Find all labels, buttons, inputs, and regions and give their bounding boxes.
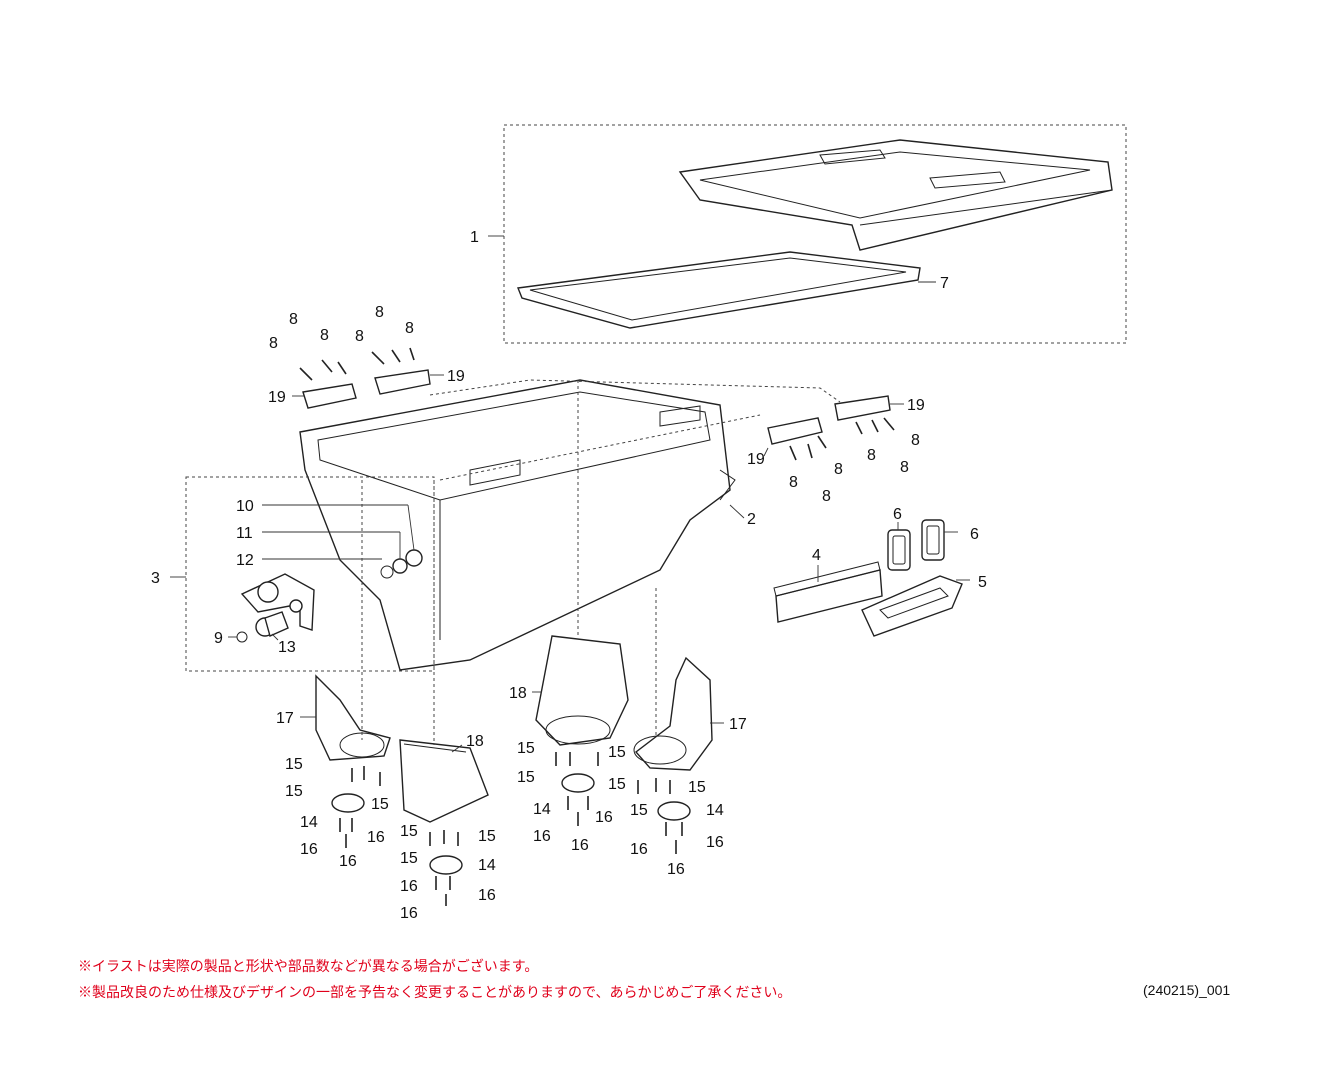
callout-1: 1 [470,229,479,246]
callout-16-i: 16 [571,837,589,854]
callout-6-a: 6 [893,506,902,523]
callout-15-g: 15 [517,740,535,757]
callout-8-b: 8 [320,327,329,344]
exploded-parts-diagram: 1 7 2 3 4 5 6 6 8 8 8 8 8 8 8 8 8 8 8 8 … [151,124,1127,922]
ring-12 [380,565,394,579]
pad-14-d [657,801,691,821]
callout-9: 9 [214,630,223,647]
callout-8-h: 8 [867,447,876,464]
callout-8-l: 8 [822,488,831,505]
callout-16-e: 16 [478,887,496,904]
screws-15-16 [339,752,683,906]
callout-12: 12 [236,552,254,569]
foot-18-left [399,739,489,823]
callout-4: 4 [812,547,821,564]
callout-14-a: 14 [300,814,318,831]
document-code: (240215)_001 [1143,982,1231,998]
callout-16-a: 16 [367,829,385,846]
callout-16-l: 16 [667,861,685,878]
hinge-screws-left [299,347,415,381]
drain-assembly-box [185,476,435,672]
callout-18-b: 18 [509,685,527,702]
disclaimer-spec-change: ※製品改良のため仕様及びデザインの一部を予告なく変更することがありますので、あら… [78,984,792,1000]
foot-17-left [315,674,391,761]
callout-19-b: 19 [447,368,465,385]
callout-10: 10 [236,498,254,515]
callout-19-c: 19 [907,397,925,414]
callout-15-e: 15 [478,828,496,845]
callout-8-a: 8 [289,311,298,328]
lid-gasket-part [517,251,921,329]
callout-8-c: 8 [269,335,278,352]
callout-numbers: 1 7 2 3 4 5 6 6 8 8 8 8 8 8 8 8 8 8 8 8 … [151,229,987,922]
callout-8-k: 8 [789,474,798,491]
callout-19-a: 19 [268,389,286,406]
callout-14-d: 14 [706,802,724,819]
callout-14-b: 14 [478,857,496,874]
pad-14-b [429,855,463,875]
callout-15-c: 15 [371,796,389,813]
callout-16-g: 16 [595,809,613,826]
ring-11 [392,558,408,574]
hinge-screws-right [789,417,895,461]
hinge-right-2 [834,395,891,421]
hinge-right-1 [767,417,823,445]
callout-15-d: 15 [400,823,418,840]
part-6-clip-b [921,519,945,561]
part-4-pad [773,561,883,623]
callout-14-c: 14 [533,801,551,818]
pad-14-a [331,793,365,813]
callout-8-f: 8 [405,320,414,337]
foot-18-center [535,635,629,746]
callout-8-e: 8 [355,328,364,345]
callout-16-j: 16 [706,834,724,851]
hinge-left-2 [374,369,431,395]
callout-3: 3 [151,570,160,587]
callout-16-d: 16 [400,878,418,895]
callout-2: 2 [747,511,756,528]
callout-17-a: 17 [276,710,294,727]
callout-7: 7 [940,275,949,292]
callout-8-d: 8 [375,304,384,321]
hinge-left-1 [302,383,357,409]
callout-6-b: 6 [970,526,979,543]
callout-16-k: 16 [630,841,648,858]
callout-5: 5 [978,574,987,591]
callout-15-h: 15 [608,744,626,761]
callout-15-i: 15 [517,769,535,786]
callout-8-g: 8 [911,432,920,449]
callout-8-i: 8 [900,459,909,476]
callout-16-f: 16 [400,905,418,922]
callout-16-h: 16 [533,828,551,845]
callout-8-j: 8 [834,461,843,478]
callout-15-a: 15 [285,756,303,773]
part-5-handle [861,575,963,637]
cooler-body-part [299,379,736,671]
callout-15-k: 15 [688,779,706,796]
drain-fitting-10 [405,549,423,567]
callout-15-f: 15 [400,850,418,867]
lid-part [678,139,1113,251]
callout-15-j: 15 [608,776,626,793]
callout-15-b: 15 [285,783,303,800]
callout-13: 13 [278,639,296,656]
foot-17-right [633,656,713,771]
callout-11: 11 [236,525,253,542]
callout-17-b: 17 [729,716,747,733]
drain-plate-part [240,573,315,631]
callout-16-b: 16 [300,841,318,858]
callout-19-d: 19 [747,451,765,468]
drain-plug-part [255,611,289,637]
callout-16-c: 16 [339,853,357,870]
callout-18-a: 18 [466,733,484,750]
part-6-clip-a [887,529,911,571]
disclaimer-illustration: ※イラストは実際の製品と形状や部品数などが異なる場合がございます。 [78,958,539,974]
pad-14-c [561,773,595,793]
callout-15-l: 15 [630,802,648,819]
o-ring-9 [236,631,248,643]
